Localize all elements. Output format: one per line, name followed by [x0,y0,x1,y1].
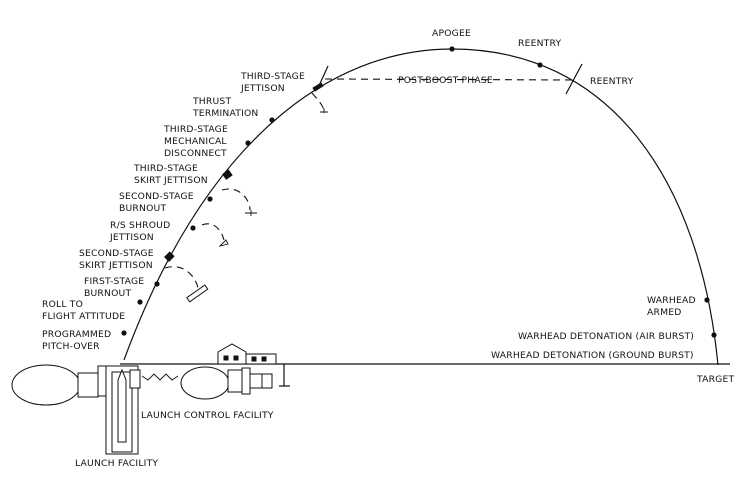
left-capsule [11,364,81,406]
launch-control-label: LAUNCH CONTROL FACILITY [141,410,274,421]
second-stage-burnout-marker [207,196,213,202]
apogee-label: APOGEE [432,28,471,39]
rs-shroud-marker [190,225,196,231]
pitch-over-label: PROGRAMMED PITCH-OVER [42,329,114,352]
first-stage-falling-icon [186,284,209,303]
thrust-termination-label: THRUST TERMINATION [192,96,259,119]
launch-control-structure [141,343,290,400]
thrust-termination-marker [269,117,275,123]
warhead-armed-label: WARHEAD ARMED [647,295,699,318]
shroud-falling-icon [218,239,229,247]
third-stage-falling-path [311,92,325,111]
pitch-over-marker [121,330,127,336]
detonation-air-label: WARHEAD DETONATION (AIR BURST) [518,331,694,342]
second-stage-burnout-label: SECOND-STAGE BURNOUT [119,191,197,214]
roll-label: ROLL TO FLIGHT ATTITUDE [42,299,125,322]
warhead-armed-marker [704,297,710,303]
reentry-tick [565,63,583,95]
event-markers [121,46,717,338]
shroud-falling-path [201,223,225,241]
control-building-house [217,343,247,365]
reentry-upper-label: REENTRY [518,38,561,49]
third-stage-mech-label: THIRD-STAGE MECHANICAL DISCONNECT [163,124,231,159]
first-stage-burnout-marker [154,281,160,287]
launch-facility-label: LAUNCH FACILITY [75,458,158,469]
second-stage-skirt-label: SECOND-STAGE SKIRT JETTISON [79,248,157,271]
reentry-right-label: REENTRY [590,76,633,87]
third-stage-jettison-label: THIRD-STAGE JETTISON [240,71,308,94]
missile-in-silo [117,368,127,443]
air-burst-marker [711,332,717,338]
apogee-marker [449,46,455,52]
third-stage-skirt-block [222,169,233,180]
cable-link [141,373,179,381]
second-stage-falling-path [221,188,251,211]
post-boost-label: POST-BOOST PHASE [398,75,493,86]
launch-facility-structure [11,364,141,455]
left-connector [77,372,99,398]
first-stage-burnout-label: FIRST-STAGE BURNOUT [84,276,147,299]
third-stage-mech-marker [245,140,251,146]
second-stage-skirt-block [164,251,175,262]
rs-shroud-label: R/S SHROUD JETTISON [109,220,174,243]
detonation-ground-label: WARHEAD DETONATION (GROUND BURST) [491,350,694,361]
roll-marker [137,299,143,305]
first-stage-falling-path [164,266,199,289]
third-stage-falling-icon [320,108,328,113]
third-stage-skirt-label: THIRD-STAGE SKIRT JETTISON [133,163,208,186]
post-boost-line [324,78,576,81]
second-stage-falling-icon [245,210,257,216]
third-stage-body-icon [312,82,324,92]
control-capsule [180,366,230,400]
target-label: TARGET [696,374,734,385]
reentry-marker [537,62,543,68]
